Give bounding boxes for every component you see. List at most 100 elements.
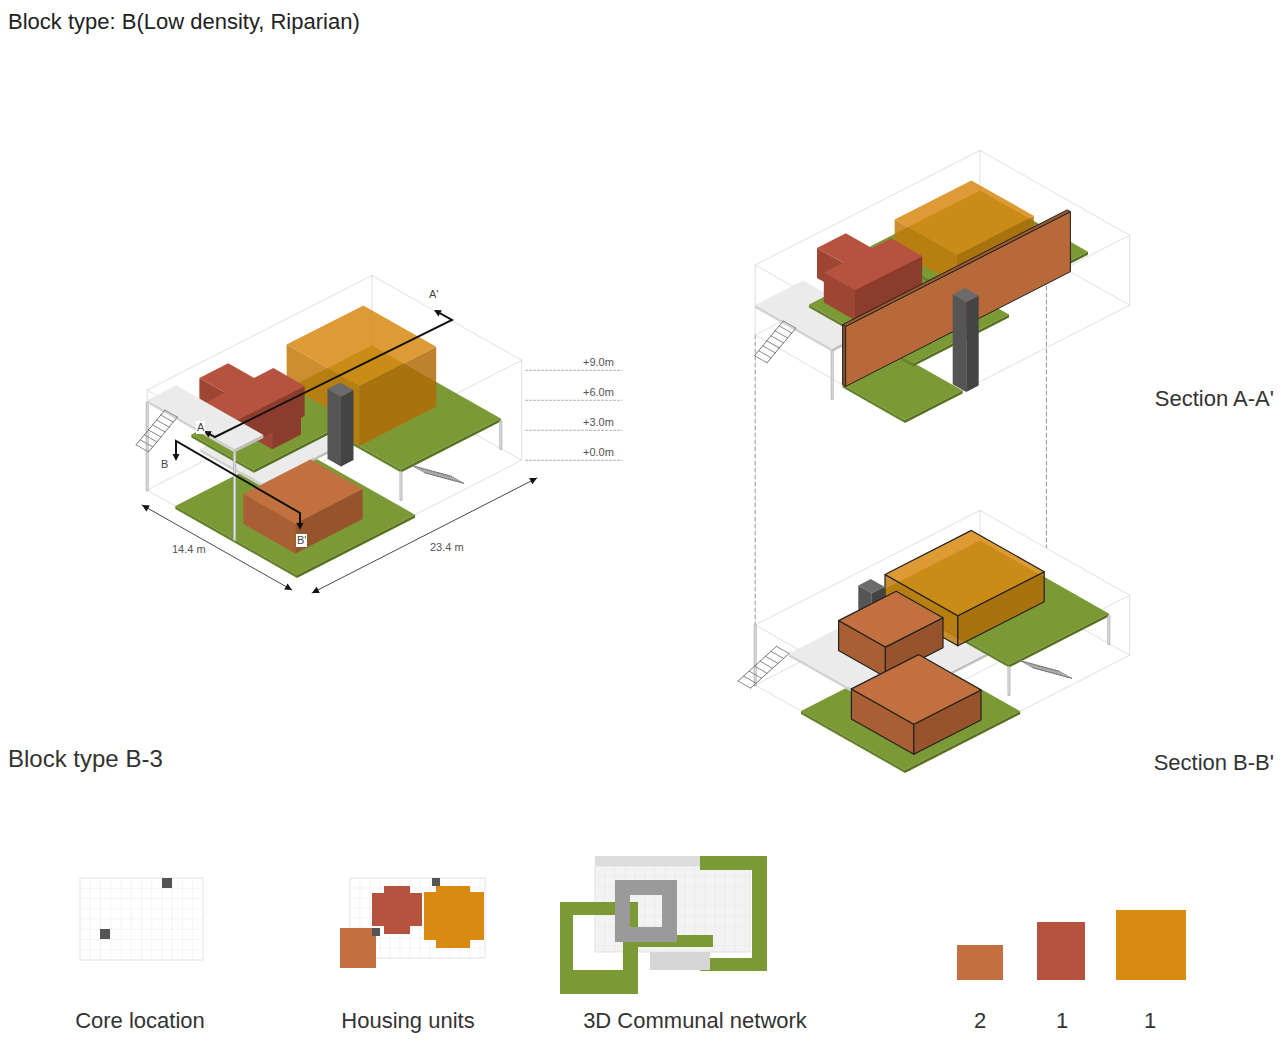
unit-plan bbox=[424, 886, 484, 948]
stair-tread bbox=[766, 656, 779, 663]
unit-plan bbox=[372, 886, 422, 934]
stair-tread bbox=[140, 440, 153, 447]
dimension-arrow bbox=[312, 587, 320, 593]
stair-tread bbox=[157, 420, 170, 427]
stair-tread bbox=[1055, 670, 1068, 677]
plan-grid bbox=[715, 866, 716, 952]
level-label: +9.0m bbox=[583, 356, 614, 369]
dimension-label: 14.4 m bbox=[172, 543, 206, 556]
stair-tread bbox=[777, 646, 790, 653]
wireframe bbox=[755, 625, 756, 685]
plan-grid bbox=[725, 866, 726, 952]
dimension-line bbox=[142, 505, 292, 590]
stair-tread bbox=[760, 661, 772, 668]
section-arrow bbox=[434, 310, 442, 317]
projection-line bbox=[755, 335, 756, 625]
icon-caption: Housing units bbox=[341, 1008, 474, 1033]
plan-grid bbox=[595, 876, 750, 877]
plan-grid bbox=[80, 929, 203, 930]
core bbox=[328, 383, 354, 397]
level-label: +3.0m bbox=[583, 416, 614, 429]
stair-tread bbox=[144, 435, 157, 442]
column bbox=[401, 473, 402, 500]
core-mark bbox=[162, 878, 172, 888]
stair-tread bbox=[161, 415, 174, 422]
section-mark: B bbox=[160, 458, 169, 471]
block-label: Block type B-3 bbox=[8, 745, 163, 773]
stair-tread bbox=[153, 425, 166, 432]
housing-unit bbox=[824, 238, 922, 290]
stair-tread bbox=[744, 676, 757, 683]
wireframe bbox=[1129, 595, 1130, 655]
communal-plan bbox=[650, 952, 710, 970]
icon-caption: 3D Communal network bbox=[583, 1008, 807, 1033]
plan-grid bbox=[80, 888, 203, 889]
column bbox=[831, 352, 834, 399]
stair-rail bbox=[149, 417, 178, 452]
level-line bbox=[526, 400, 622, 401]
stair-tread bbox=[451, 476, 464, 483]
stair-rail bbox=[738, 646, 776, 681]
housing-unit bbox=[287, 305, 437, 386]
column bbox=[1008, 668, 1011, 695]
column bbox=[832, 352, 833, 399]
plan-grid bbox=[80, 878, 203, 960]
communal-plan bbox=[595, 866, 750, 952]
communal-plan bbox=[615, 880, 677, 942]
title: Block type: B(Low density, Riparian) bbox=[8, 9, 360, 34]
column bbox=[1107, 617, 1110, 644]
projection-line bbox=[1046, 258, 1047, 548]
plan-grid bbox=[80, 919, 203, 920]
unit-plan bbox=[340, 928, 376, 968]
stair-tread bbox=[771, 651, 784, 658]
core-mark bbox=[372, 928, 380, 936]
section-mark: A bbox=[196, 421, 205, 434]
stair-tread bbox=[738, 681, 751, 688]
core-mark bbox=[432, 878, 440, 886]
icon-caption: Core location bbox=[75, 1008, 205, 1033]
stair-tread bbox=[783, 321, 796, 328]
column bbox=[755, 625, 756, 685]
housing-unit bbox=[839, 591, 943, 647]
level-line bbox=[526, 460, 622, 461]
plan-grid bbox=[80, 949, 203, 950]
dimension-arrow bbox=[284, 584, 292, 591]
plan-grid bbox=[80, 939, 203, 940]
core bbox=[953, 288, 979, 302]
section-line bbox=[206, 311, 452, 437]
column bbox=[1009, 668, 1010, 695]
wireframe bbox=[755, 265, 756, 335]
wireframe bbox=[147, 390, 148, 490]
column bbox=[400, 473, 403, 500]
stair-tread bbox=[771, 336, 784, 343]
legend-swatch bbox=[957, 945, 1003, 980]
section-arrow bbox=[173, 454, 180, 461]
dimension-line bbox=[312, 478, 537, 593]
wireframe bbox=[521, 360, 522, 460]
stair-tread bbox=[136, 445, 149, 452]
stair-rail bbox=[1021, 661, 1059, 671]
stair-tread bbox=[759, 351, 772, 358]
column bbox=[147, 403, 148, 490]
section-mark: B' bbox=[296, 534, 307, 547]
stair-tread bbox=[149, 430, 161, 437]
level-label: +6.0m bbox=[583, 386, 614, 399]
plan-grid bbox=[745, 866, 746, 952]
legend-count: 1 bbox=[1144, 1008, 1156, 1033]
core-mark bbox=[100, 929, 110, 939]
legend-swatch bbox=[1116, 910, 1186, 980]
stair-rail bbox=[136, 410, 165, 445]
stair-tread bbox=[767, 341, 779, 348]
level-label: +0.0m bbox=[583, 446, 614, 459]
stair-tread bbox=[779, 326, 792, 333]
column bbox=[146, 403, 149, 490]
legend-count: 1 bbox=[1056, 1008, 1068, 1033]
dimension-label: 23.4 m bbox=[430, 541, 464, 554]
stair-tread bbox=[755, 666, 768, 673]
stair-tread bbox=[749, 671, 762, 678]
stair-rail bbox=[413, 466, 451, 476]
legend-swatch bbox=[1037, 922, 1085, 980]
dimension-arrow bbox=[529, 478, 537, 484]
core bbox=[341, 390, 354, 466]
